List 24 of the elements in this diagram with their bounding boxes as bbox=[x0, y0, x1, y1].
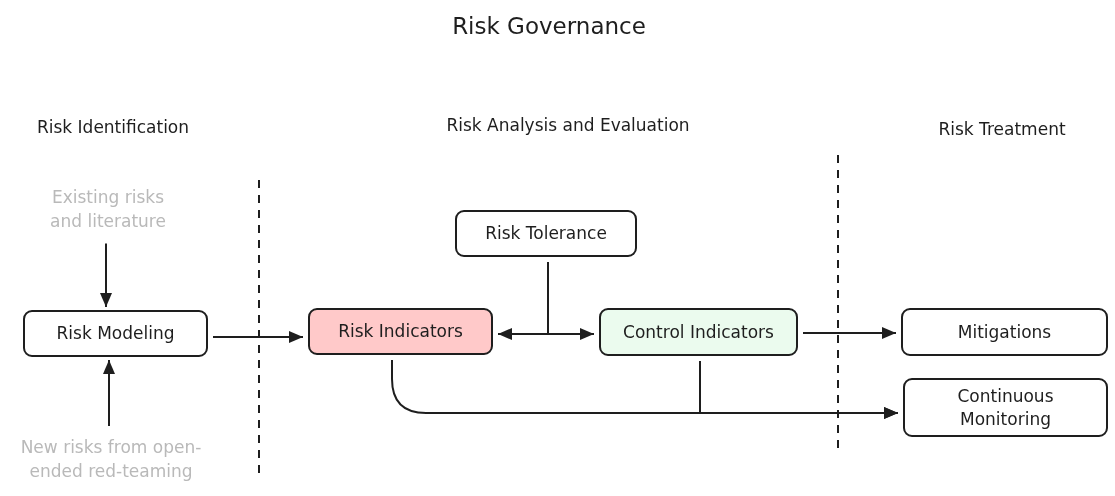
process-box bbox=[455, 210, 637, 257]
box-label: Risk Modeling bbox=[56, 322, 175, 345]
arrow bbox=[699, 360, 899, 419]
process-box bbox=[308, 308, 493, 355]
arrow bbox=[212, 331, 304, 343]
box-label: Risk Indicators bbox=[338, 320, 463, 343]
box-label: Continuous Monitoring bbox=[956, 384, 1055, 431]
section-heading: Risk Analysis and Evaluation bbox=[446, 115, 690, 135]
source-note: New risks from open-ended red-teaming bbox=[8, 436, 214, 484]
section-heading: Risk Identification bbox=[36, 117, 190, 137]
section-heading: Risk Treatment bbox=[938, 119, 1066, 139]
process-box bbox=[901, 308, 1108, 356]
arrow bbox=[547, 261, 595, 340]
box-label: Mitigations bbox=[957, 320, 1052, 344]
arrow bbox=[103, 359, 115, 427]
process-box bbox=[903, 378, 1108, 437]
arrow bbox=[802, 327, 897, 339]
source-note: Existing risks and literature bbox=[38, 186, 178, 234]
process-box bbox=[599, 308, 798, 356]
box-label: Control Indicators bbox=[623, 320, 774, 344]
process-box bbox=[23, 310, 208, 357]
arrow bbox=[100, 242, 112, 308]
box-label: Risk Tolerance bbox=[485, 222, 607, 245]
diagram-title: Risk Governance bbox=[452, 13, 646, 39]
